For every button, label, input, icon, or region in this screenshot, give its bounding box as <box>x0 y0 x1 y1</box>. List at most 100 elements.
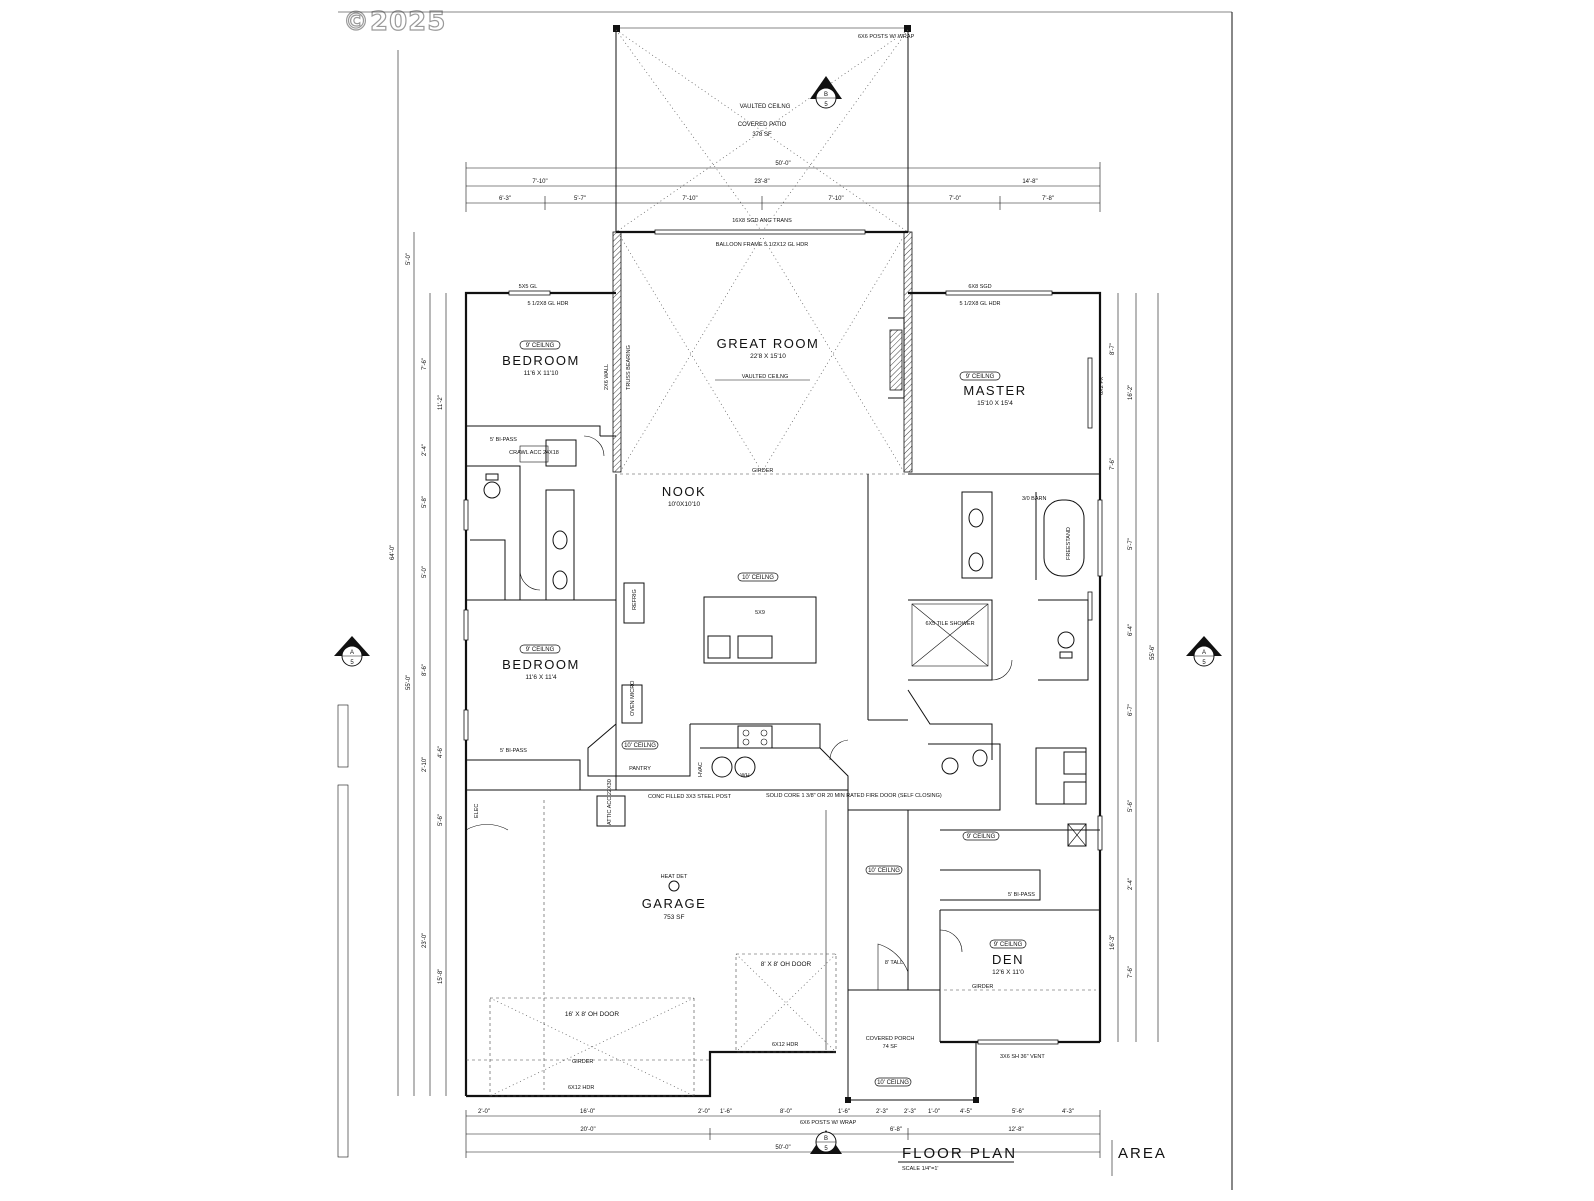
attic-access <box>596 795 626 827</box>
master-ceiling: 9' CEILNG <box>966 374 995 380</box>
dim-bottom-mid: 6'-8" <box>890 1127 902 1133</box>
refrig-label: REFRIG <box>632 589 638 610</box>
hall-right: 9' CEILNG 5' BI-PASS <box>928 743 1100 911</box>
dim-bottom-mid: 12'-8" <box>1008 1127 1023 1133</box>
section-sheet: 5 <box>350 660 354 666</box>
dim-left-total: 64'-0" <box>390 545 396 560</box>
wh-label: WH <box>740 773 749 779</box>
dim-right: 7'-6" <box>1110 458 1116 470</box>
post-icon <box>973 1097 979 1103</box>
dim-right: 2'-4" <box>1128 878 1134 890</box>
dimensions-top: 50'-0" 7'-10" 23'-8" 14'-8" 6'-3" 5'-7" … <box>465 161 1101 212</box>
dim-top-outer: 14'-8" <box>1022 179 1037 185</box>
title-block-stub-1 <box>337 704 349 768</box>
window <box>463 609 469 641</box>
sliding-door <box>654 229 866 235</box>
master-hdr: 5 1/2X8 GL HDR <box>959 301 1000 307</box>
bypass-note-2: 5' BI-PASS <box>500 748 527 754</box>
bedroom-bottom-ceiling: 9' CEILNG <box>526 647 555 653</box>
dim-left: 11'-2" <box>438 395 444 410</box>
bedroom-top: 9' CEILNG BEDROOM 11'6 X 11'10 5' BI-PAS… <box>466 340 601 463</box>
great-room-name: GREAT ROOM <box>717 336 820 351</box>
section-sheet: 5 <box>824 102 828 108</box>
closet <box>940 869 1041 901</box>
dim-right-total: 55'-6" <box>1150 645 1156 660</box>
section-marker-right: A 5 <box>1186 636 1222 667</box>
den-name: DEN <box>992 952 1024 967</box>
title-block-stub-2 <box>337 784 349 1158</box>
fire-door-note: SOLID CORE 1 3/8" OR 20 MIN RATED FIRE D… <box>766 793 942 799</box>
sink-icon <box>968 508 984 528</box>
bedroom-top-ceiling: 9' CEILNG <box>526 343 555 349</box>
dim-bottom-inner: 1'-6" <box>838 1109 850 1115</box>
attic-fan <box>1067 823 1087 847</box>
dim-left: 5'-6" <box>438 814 444 826</box>
pantry-ceiling: 10' CEILNG <box>624 743 656 749</box>
watermark: ©2025 <box>343 7 446 37</box>
section-letter: A <box>1202 650 1206 656</box>
dim-left: 5'-8" <box>422 496 428 508</box>
dishwasher-icon <box>707 635 731 659</box>
pantry-name: PANTRY <box>629 766 651 772</box>
dimensions-right: 55'-6" 8'-7" 16'-2" 7'-6" 5'-7" 6'-4" 6'… <box>1110 293 1159 1042</box>
den-size: 12'6 X 11'0 <box>992 969 1024 976</box>
window <box>945 290 1053 296</box>
dim-left: 15'-8" <box>438 969 444 984</box>
post-icon <box>904 25 911 32</box>
dryer-icon <box>1063 781 1087 805</box>
range-icon <box>737 725 773 749</box>
toilet-icon <box>483 481 501 499</box>
patio-posts-note: 6X6 POSTS W/ WRAP <box>858 34 915 40</box>
den: 9' CEILNG DEN 12'6 X 11'0 GIRDER 3X6 SH … <box>939 910 1096 1060</box>
master-sgd: 6X8 SGD <box>968 284 991 290</box>
dim-right: 8'-7" <box>1110 343 1116 355</box>
sink-icon <box>552 530 568 550</box>
dim-bottom-inner: 16'-0" <box>580 1109 595 1115</box>
nook-size: 10'0X10'10 <box>668 501 701 508</box>
hvac-icon <box>711 756 733 778</box>
window <box>1087 591 1093 621</box>
dim-right: 5'-7" <box>1128 538 1134 550</box>
washer-icon <box>1063 751 1087 775</box>
garage-size: 753 SF <box>664 914 685 921</box>
dim-top-inner: 6'-3" <box>499 196 511 202</box>
fireplace-icon <box>889 329 903 391</box>
entry-ceiling: 10' CEILNG <box>868 868 900 874</box>
section-marker-top: B 5 <box>810 76 842 109</box>
hdr-big: 6X12 HDR <box>568 1085 594 1091</box>
garage-door-big-label: 16' X 8' OH DOOR <box>565 1011 619 1018</box>
section-letter: A <box>350 650 354 656</box>
heat-det-label: HEAT DET <box>661 874 688 880</box>
nook-ceiling: 10' CEILNG <box>742 575 774 581</box>
dim-bottom-total: 50'-0" <box>775 1145 790 1151</box>
dim-left: 4'-6" <box>438 746 444 758</box>
garage-door-8x8 <box>735 953 837 1053</box>
den-ceiling: 9' CEILNG <box>994 942 1023 948</box>
post-icon <box>845 1097 851 1103</box>
bedroom-bottom: 9' CEILNG BEDROOM 11'6 X 11'4 5' BI-PASS <box>466 569 616 790</box>
section-marker-left: A 5 <box>334 636 370 667</box>
title-block: FLOOR PLAN SCALE 1/4"=1' AREA <box>898 1140 1167 1176</box>
dimensions-left: 64'-0" 55'-0" 23'-0" 5'-0" 7'-6" 11'-2" … <box>390 50 447 1096</box>
dim-bottom-inner: 2'-0" <box>478 1109 490 1115</box>
sink-icon <box>737 635 773 659</box>
window <box>463 499 469 531</box>
attic-label: ATTIC ACC 22X30 <box>607 779 613 825</box>
window <box>1097 499 1103 577</box>
bedroom-bottom-size: 11'6 X 11'4 <box>525 674 557 681</box>
area-label: AREA <box>1118 1145 1167 1162</box>
sink-icon <box>552 570 568 590</box>
dim-left-total: 55'-0" <box>406 675 412 690</box>
window <box>1087 357 1093 429</box>
section-sheet: 5 <box>1202 660 1206 666</box>
section-letter: B <box>824 1136 828 1142</box>
dim-top-total: 50'-0" <box>775 161 790 167</box>
window <box>1097 815 1103 851</box>
great-room-ceiling: VAULTED CEILNG <box>742 374 789 380</box>
window <box>463 709 469 741</box>
bedroom-top-size: 11'6 X 11'10 <box>524 370 559 377</box>
bed-gl: 5X5 GL <box>519 284 538 290</box>
nook-name: NOOK <box>662 484 706 499</box>
dim-right: 16'-3" <box>1110 935 1116 950</box>
